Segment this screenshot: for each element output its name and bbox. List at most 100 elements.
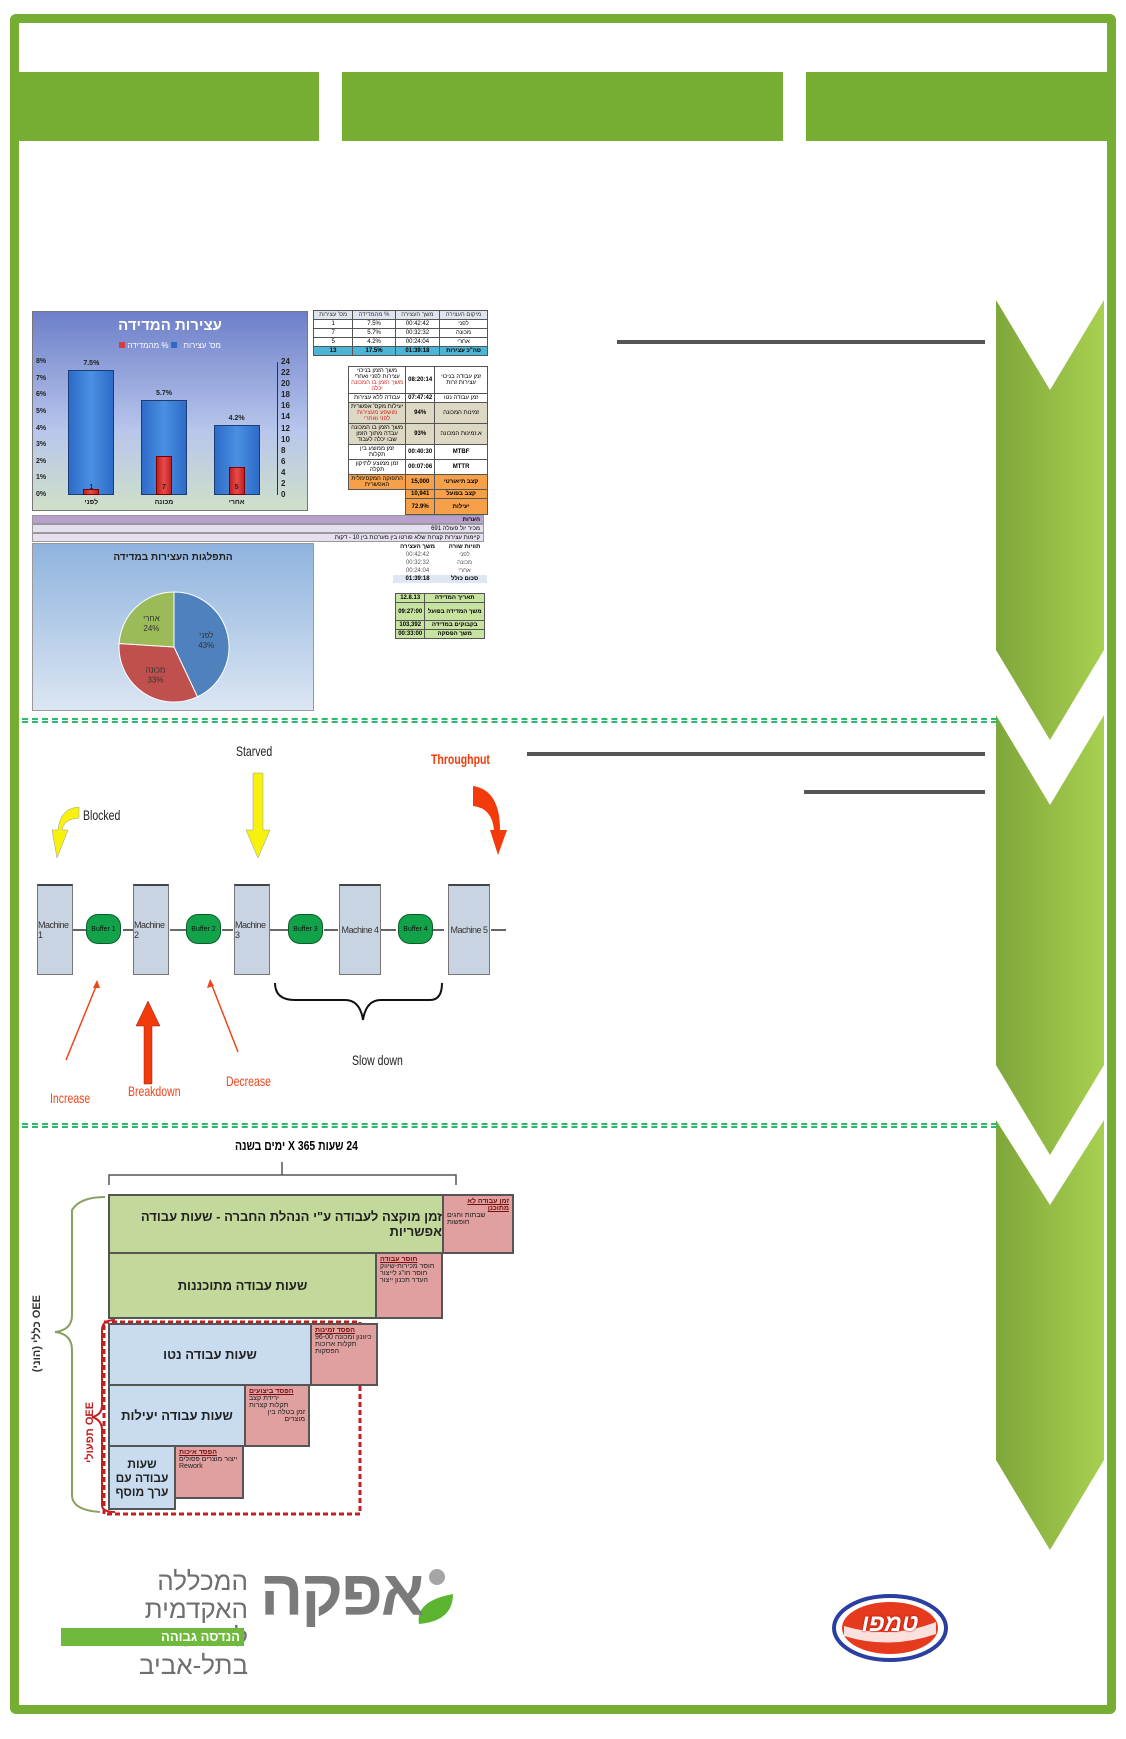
kpi-value: 72.9% [405,498,436,515]
y2-tick-label: 12 [281,423,290,433]
pie-slice [118,591,175,648]
oee-level-net-hours: שעות עבודה נטו [108,1323,312,1386]
y-tick-label: 3% [36,441,47,449]
y2-tick-label: 10 [281,434,290,444]
blocked-arrow-icon [51,806,80,859]
cell: לפני [439,319,488,329]
heading-underline-1 [617,340,985,344]
machine-1: Machine 1 [37,884,73,975]
stops-table: מיקום העצירה משך העצירה % מהמדידה מס' עצ… [312,310,488,356]
kpi-value: 93% [405,423,436,445]
cell: 00:42:42 [394,319,441,329]
data-label-percent: 4.2% [228,415,245,423]
loss-box-unplanned: זמן עבודה לא מתוכנן שבתות וחגים חופשות [442,1194,514,1254]
cell: 01:39:18 [394,346,441,356]
kpi-value: 07:47:42 [405,393,436,403]
buffer-4: Buffer 4 [398,914,433,944]
cell: מכונה [439,328,488,338]
y-tick-label: 7% [36,374,47,382]
kpi-label: זמן עבודה בניכוי עצירות זרות [434,366,488,394]
y-tick-label: 0% [36,491,47,498]
data-label-stops: 7 [162,484,166,491]
oee-brackets [54,1162,457,1516]
kpi-note: התפוקה המקסימלית האפשרית [347,474,407,490]
increase-arrow-icon [65,983,98,1061]
col-header: משך העצירה [394,310,441,320]
cell: 13 [312,346,354,356]
total-oee-label: OEE כללי (הוני) [31,1295,43,1373]
oee-level-efficient-hours: שעות עבודה יעילות [108,1384,246,1447]
y2-tick-label: 0 [281,490,286,499]
chevron-arrow-3-icon [996,1120,1104,1550]
chart-legend: מס' עצירות % מהמדידה [33,341,307,350]
loss-box-performance: הפסד ביצועים ירידת קצב תקלות קצרות זמן ב… [244,1384,310,1447]
y2-tick-label: 22 [281,368,290,378]
cell: 4.2% [352,337,396,347]
oee-level-available-hours: זמן מוקצה לעבודה ע"י הנהלת החברה - שעות … [108,1194,444,1254]
buffer-2: Buffer 2 [186,914,221,944]
kpi-label: MTTR [434,459,488,475]
loss-box-quality: הפסד איכות ייצור מוצרים פסולים Rework [174,1445,244,1499]
slow-down-label: Slow down [352,1052,403,1068]
cell: אחרי [439,337,488,347]
oee-top-label: 24 שעות X 365 ימים בשנה [235,1138,358,1153]
pie-category-label: מכונה [145,665,165,674]
kpi-label: קצב תיאורטי [434,474,488,490]
data-label-percent: 5.7% [156,390,172,398]
kpi-label: זמינות המכונה [434,402,488,424]
chart-title: עצירות המדידה [118,317,222,334]
cell: 17.5% [352,346,396,356]
cell: 7 [312,328,354,338]
col-header: מס' עצירות [312,310,354,320]
machine-5: Machine 5 [448,884,490,975]
tempo-logo-icon [832,1594,948,1662]
bar-stops [156,456,172,495]
tempo-logo: טמפו [830,1592,950,1669]
legend-swatch-blue [170,342,177,348]
kpi-label: יעילות [434,498,488,515]
col-header: % מהמדידה [352,310,396,320]
flow-arrows [51,772,507,1085]
increase-label: Increase [50,1090,91,1106]
y-tick-label: 6% [36,391,47,399]
y2-tick-label: 14 [281,412,290,422]
buffer-3: Buffer 3 [288,914,323,944]
oee-level-planned-hours: שעות עבודה מתוכננות [108,1252,377,1319]
cell: 1 [312,319,354,329]
legend-label-stops: מס' עצירות [183,341,221,350]
kpi-label: MTBF [434,444,488,460]
y2-tick-label: 8 [281,445,286,455]
cell: 5.7% [352,328,396,338]
tempo-name: טמפו [861,1610,919,1637]
kpi-label: זמן עבודה נטו [434,393,488,403]
pie-percent-label: 43% [198,641,214,650]
afeka-name: אפקה [260,1557,424,1629]
y2-tick-label: 6 [281,456,286,466]
kpi-note: זמן ממוצע לתיקון תקלה [347,459,407,475]
bar-stops [83,489,100,495]
y2-tick-label: 18 [281,390,290,400]
pie-title: התפלגות העצירות במדידה [113,552,233,563]
note-line: קיימות עצירות קצרות שלא פורטו בין מערכות… [32,533,484,542]
throughput-label: Throughput [431,751,490,767]
